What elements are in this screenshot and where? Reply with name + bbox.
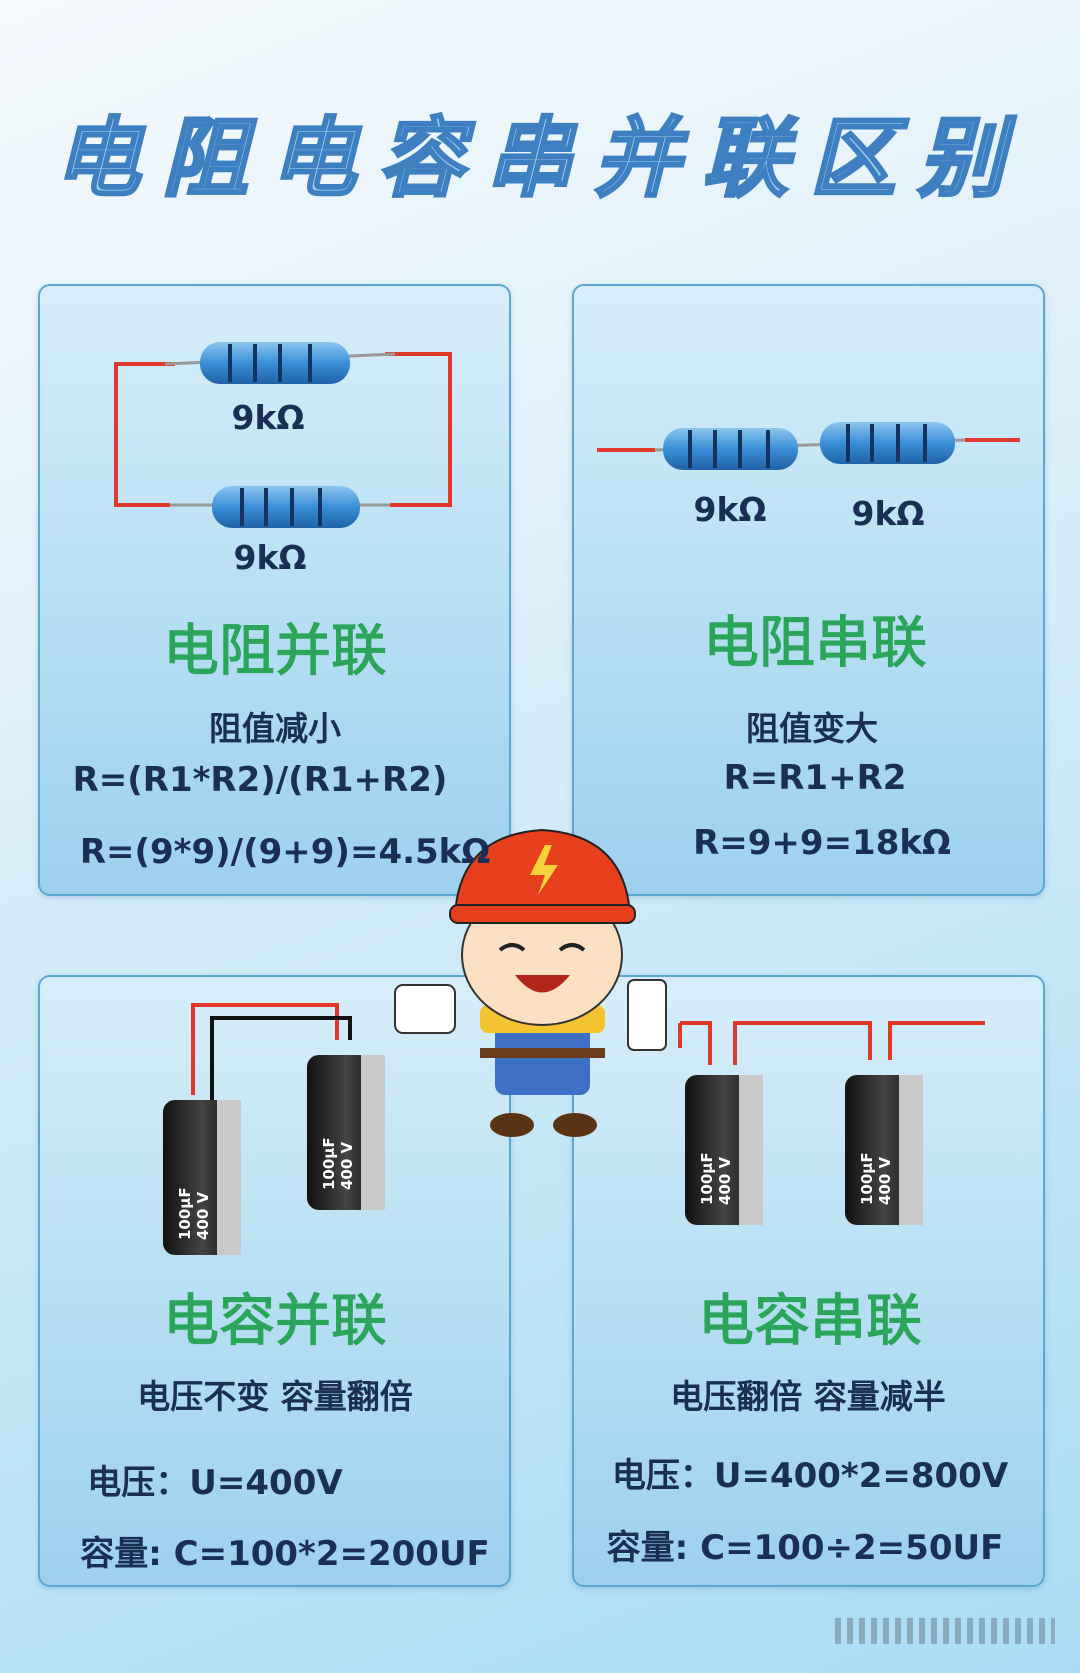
- capacitor-icon: [307, 1055, 385, 1210]
- capacitor-icon: [845, 1075, 923, 1225]
- parallel-capacitor-wiring: [191, 1003, 352, 1100]
- panel-subtitle: 阻值减小: [209, 709, 341, 748]
- voltage-formula: 电压：U=400V: [87, 1463, 343, 1503]
- capacitor-parallel-panel: [38, 975, 511, 1587]
- panel-heading: 电阻串联: [702, 610, 927, 676]
- switch-icon: [394, 984, 456, 1034]
- formula: R=R1+R2: [723, 758, 907, 798]
- resistor-value-label: 9kΩ: [693, 490, 767, 529]
- capacitor-icon: [685, 1075, 763, 1225]
- capacity-formula: 容量: C=100*2=200UF: [80, 1534, 490, 1574]
- formula-result: R=(9*9)/(9+9)=4.5kΩ: [79, 832, 491, 872]
- resistor-value-label: 9kΩ: [233, 538, 307, 577]
- series-capacitor-wiring: [678, 1021, 985, 1065]
- panel-heading: 电阻并联: [162, 618, 387, 684]
- resistor-icon: [164, 342, 396, 384]
- capacitor-label: 100µF: [320, 1137, 338, 1190]
- watermark-logo: [835, 1618, 1055, 1644]
- voltage-formula: 电压：U=400*2=800V: [611, 1456, 1009, 1496]
- resistor-icon: [170, 486, 390, 528]
- capacitor-label: 100µF: [698, 1152, 716, 1205]
- panel-subtitle: 电压不变 容量翻倍: [137, 1377, 413, 1416]
- capacitor-label: 400 V: [194, 1191, 212, 1240]
- panel-subtitle: 阻值变大: [746, 709, 878, 748]
- capacitor-label: 100µF: [176, 1187, 194, 1240]
- resistor-icon: [654, 422, 966, 470]
- series-resistor-wiring: [597, 438, 1020, 452]
- formula-result: R=9+9=18kΩ: [693, 823, 951, 863]
- resistor-series-panel: [572, 284, 1045, 896]
- panel-heading: 电容并联: [162, 1288, 387, 1354]
- capacitor-label: 400 V: [338, 1141, 356, 1190]
- page-title: 电阻电容串并联区别: [53, 107, 1026, 211]
- capacity-formula: 容量: C=100÷2=50UF: [606, 1528, 1004, 1568]
- capacitor-label: 400 V: [716, 1156, 734, 1205]
- parallel-resistor-wiring: [114, 352, 452, 507]
- resistor-value-label: 9kΩ: [851, 494, 925, 533]
- panel-heading: 电容串联: [697, 1288, 922, 1354]
- capacitor-label: 100µF: [858, 1152, 876, 1205]
- power-strip-icon: [627, 979, 667, 1051]
- panel-subtitle: 电压翻倍 容量减半: [670, 1377, 946, 1416]
- capacitor-series-panel: [572, 975, 1045, 1587]
- resistor-value-label: 9kΩ: [231, 398, 305, 437]
- formula: R=(R1*R2)/(R1+R2): [72, 760, 448, 800]
- capacitor-icon: [163, 1100, 241, 1255]
- electrician-mascot-icon: [394, 828, 667, 1137]
- capacitor-label: 400 V: [876, 1156, 894, 1205]
